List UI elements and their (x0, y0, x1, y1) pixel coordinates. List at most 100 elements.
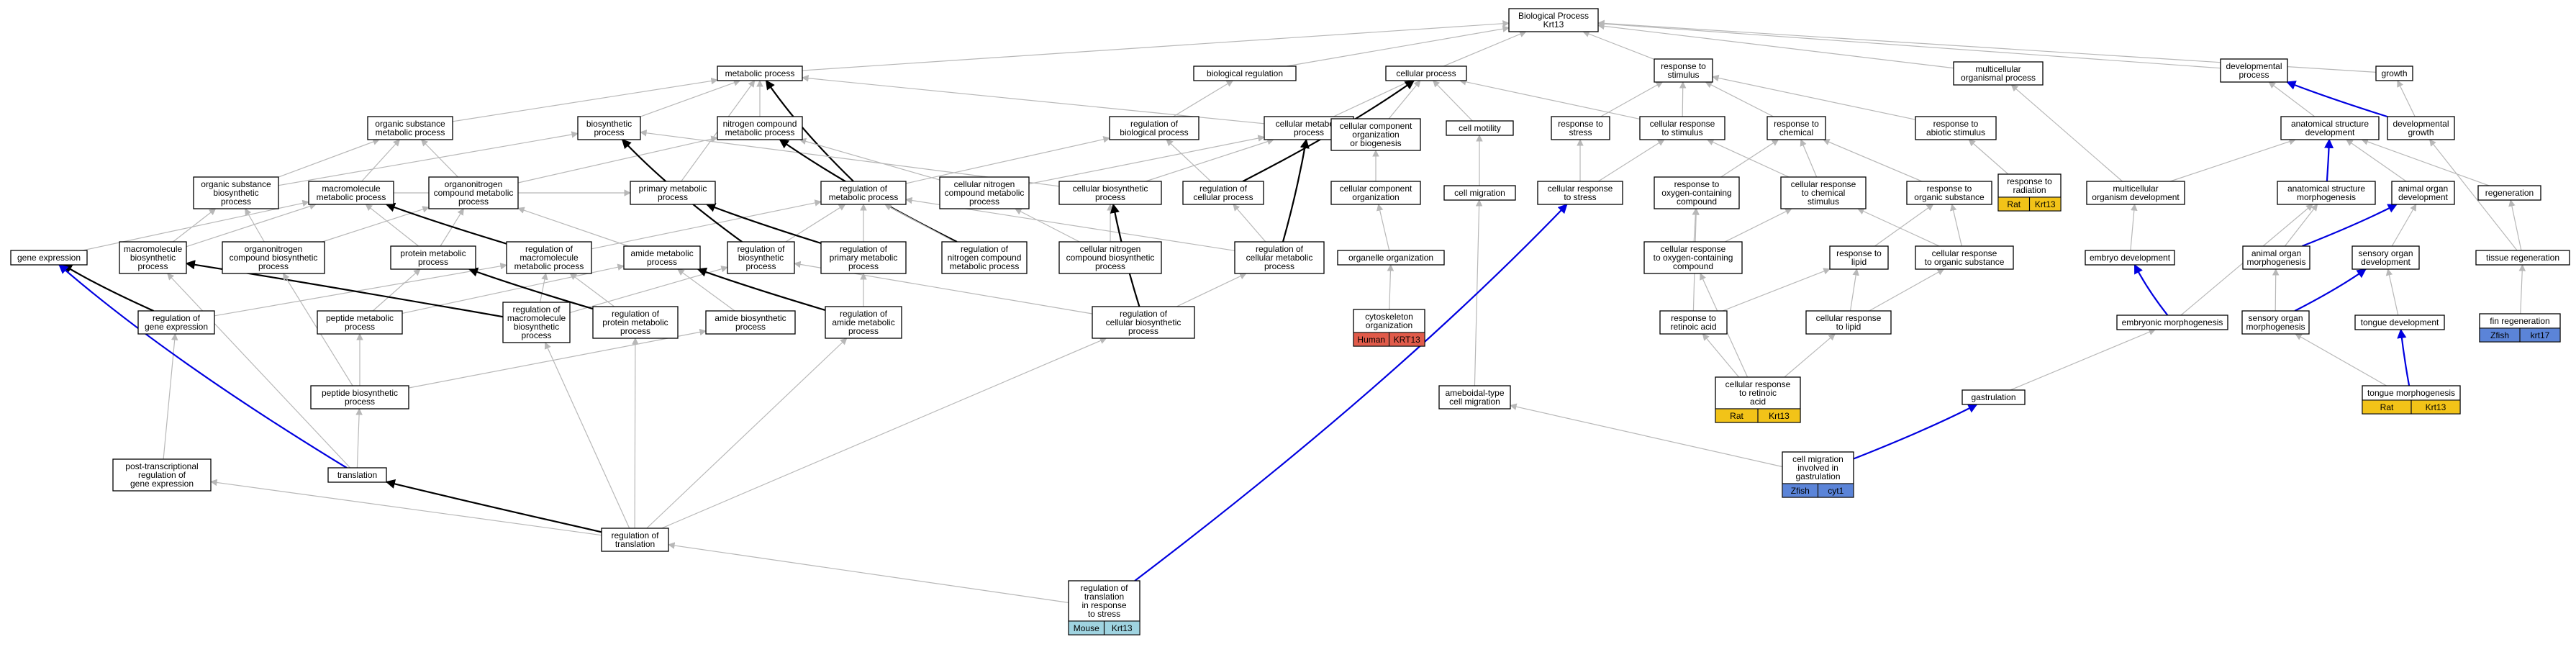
go-term-node-metabolic[interactable]: metabolic process (717, 65, 803, 81)
go-term-node-embryo_dev[interactable]: embryo development (2085, 250, 2175, 266)
go-term-node-regen[interactable]: regeneration (2477, 185, 2541, 201)
node-label: gene expression (130, 479, 194, 489)
node-label: biosynthetic (586, 119, 632, 129)
edge-reg_ge-to-reg_macro (214, 263, 507, 317)
go-term-node-emb_morph[interactable]: embryonic morphogenesis (2116, 315, 2228, 330)
node-box (1805, 310, 1892, 335)
edge-reg_amide-to-amide_met (697, 267, 826, 312)
node-label: growth (2408, 127, 2434, 137)
node-label: regulation of (737, 244, 785, 254)
go-term-node-gastru[interactable]: gastrulation (1962, 389, 2026, 405)
go-term-node-motility[interactable]: cell motility (1446, 120, 1514, 136)
go-term-node-cellproc[interactable]: cellular process (1385, 65, 1467, 81)
node-box (2220, 58, 2288, 83)
node-label: regulation of (961, 244, 1009, 254)
node-label: to stress (1564, 192, 1596, 202)
node-label: process (221, 196, 251, 207)
go-term-node-reg_mbio[interactable]: regulation ofmacromoleculebiosyntheticpr… (502, 302, 571, 343)
go-term-node-migration[interactable]: cell migration (1443, 185, 1516, 201)
node-label: animal organ (2398, 184, 2448, 194)
go-term-node-tissue_regen[interactable]: tissue regeneration (2475, 250, 2570, 266)
node-box (1109, 116, 1199, 140)
edge-tongue_dev-to-so_dev (2385, 268, 2399, 316)
node-label: response to (1927, 184, 1972, 194)
node-box (10, 250, 88, 266)
go-term-node-growth[interactable]: growth (2375, 65, 2413, 81)
go-term-node-translation[interactable]: translation (327, 467, 387, 483)
node-label: cellular nitrogen (954, 179, 1015, 189)
go-term-node-tongue_dev[interactable]: tongue development (2354, 315, 2445, 330)
go-term-node-gene_exp[interactable]: gene expression (10, 250, 88, 266)
node-label: process (1095, 192, 1125, 202)
go-term-node-org_org[interactable]: organelle organization (1337, 250, 1445, 266)
go-term-node-bioreg[interactable]: biological regulation (1193, 65, 1297, 81)
